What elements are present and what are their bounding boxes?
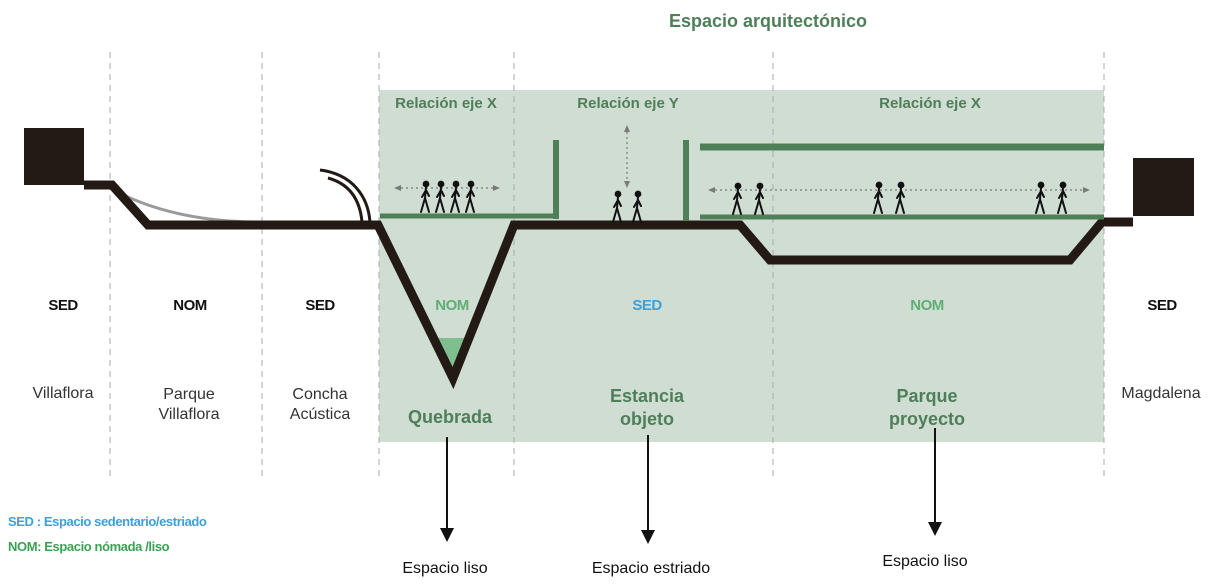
place-line: proyecto	[888, 409, 966, 429]
place-line: Parque	[163, 386, 215, 403]
place-line: Acústica	[289, 406, 351, 423]
person-head	[756, 182, 764, 190]
arrowhead-icon	[1083, 187, 1090, 193]
place-line: Concha	[292, 386, 348, 403]
zone-code-estancia: SED	[632, 297, 662, 314]
place-estancia-objeto: Estancia objeto	[610, 385, 684, 431]
place-line: objeto	[619, 409, 674, 429]
person-body	[612, 196, 622, 223]
zone-code-concha: SED	[305, 297, 335, 314]
concha-shell-outer	[319, 168, 372, 223]
person-icon	[465, 180, 475, 213]
person-head	[614, 190, 622, 198]
person-head	[634, 190, 642, 198]
relation-label-left: Relación eje X	[395, 95, 497, 112]
outcome-quebrada: Espacio liso	[402, 560, 488, 577]
zone-code-parque-villaflora: NOM	[173, 297, 207, 314]
person-body	[754, 188, 764, 215]
place-line: Villaflora	[158, 406, 220, 423]
person-icon	[632, 190, 642, 223]
zone-code-magdalena: SED	[1147, 297, 1177, 314]
outcome-parque: Espacio liso	[882, 553, 968, 570]
place-villaflora: Villaflora	[32, 385, 94, 402]
person-head	[1059, 181, 1067, 189]
person-icon	[420, 180, 430, 213]
magdalena-building	[1133, 158, 1194, 216]
person-icon	[1035, 181, 1045, 214]
arrowhead-icon	[624, 125, 630, 132]
person-icon	[895, 181, 905, 214]
person-body	[420, 186, 430, 213]
person-body	[873, 187, 883, 214]
person-head	[437, 180, 445, 188]
relation-label-right: Relación eje X	[879, 95, 981, 112]
zone-code-villaflora: SED	[48, 297, 78, 314]
place-parque-villaflora: Parque Villaflora	[158, 385, 219, 425]
ground-profile	[84, 180, 1133, 390]
person-head	[467, 180, 475, 188]
person-body	[1057, 187, 1067, 214]
place-magdalena: Magdalena	[1121, 385, 1201, 402]
person-head	[897, 181, 905, 189]
zone-code-quebrada: NOM	[435, 297, 469, 314]
person-icon	[873, 181, 883, 214]
place-parque-proyecto: Parque proyecto	[889, 385, 965, 431]
person-head	[1037, 181, 1045, 189]
down-arrowhead-icon	[440, 528, 454, 542]
person-head	[452, 180, 460, 188]
concha-shell-inner	[327, 176, 364, 223]
person-icon	[450, 180, 460, 213]
relation-label-middle: Relación eje Y	[577, 95, 679, 112]
place-line: Parque	[896, 386, 958, 406]
arrowhead-icon	[394, 185, 401, 191]
villaflora-building	[24, 128, 84, 185]
place-quebrada: Quebrada	[407, 407, 493, 427]
place-line: Estancia	[609, 386, 685, 406]
down-arrowhead-icon	[641, 530, 655, 544]
person-icon	[754, 182, 764, 215]
person-body	[632, 196, 642, 223]
person-body	[732, 188, 742, 215]
person-head	[734, 182, 742, 190]
diagram-title: Espacio arquitectónico	[668, 11, 868, 31]
person-body	[465, 186, 475, 213]
architectural-space-panel	[379, 90, 1104, 442]
person-head	[875, 181, 883, 189]
place-concha-acustica: Concha Acústica	[290, 385, 350, 425]
person-icon	[732, 182, 742, 215]
arrowhead-icon	[708, 187, 715, 193]
person-body	[1035, 187, 1045, 214]
person-icon	[1057, 181, 1067, 214]
person-icon	[612, 190, 622, 223]
down-arrowhead-icon	[928, 522, 942, 536]
arrowhead-icon	[624, 181, 630, 188]
legend-nom: NOM: Espacio nómada /liso	[8, 539, 170, 554]
outcome-estancia: Espacio estriado	[591, 560, 711, 577]
zone-code-parque-proyecto: NOM	[910, 297, 944, 314]
arrowhead-icon	[493, 185, 500, 191]
legend-sed: SED : Espacio sedentario/estriado	[8, 514, 207, 529]
person-head	[422, 180, 430, 188]
person-body	[895, 187, 905, 214]
person-body	[450, 186, 460, 213]
person-icon	[435, 180, 445, 213]
person-body	[435, 186, 445, 213]
